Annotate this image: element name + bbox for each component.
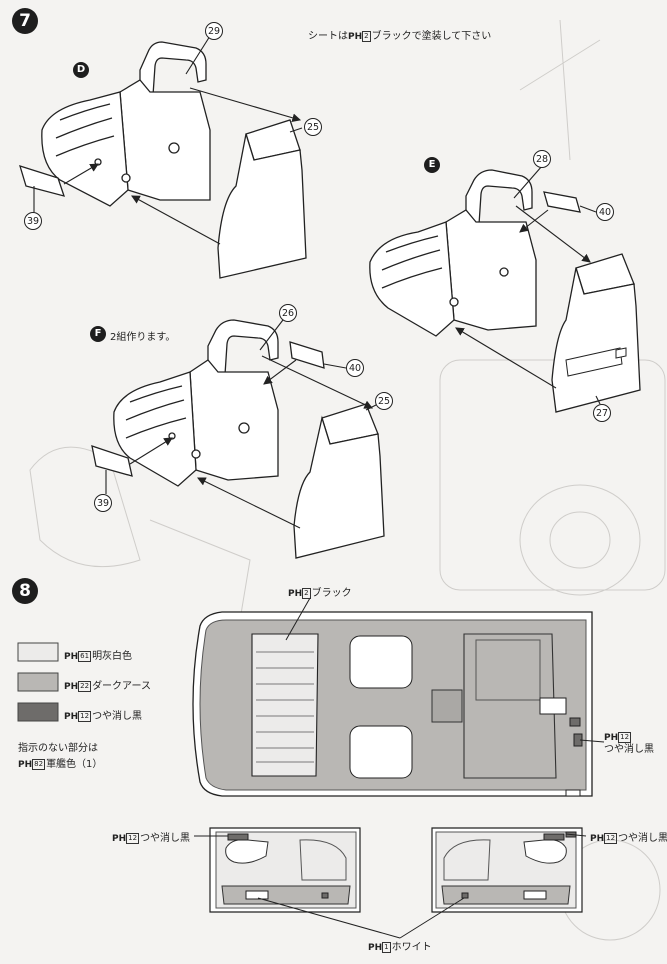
paint-number: 82 <box>32 759 46 770</box>
ph-mark: PH <box>112 834 127 844</box>
door-left <box>209 827 361 913</box>
seat-d <box>19 41 211 207</box>
seat-f <box>91 319 325 487</box>
arrow-e-pad <box>519 209 549 233</box>
label-text: つや消し黒 <box>618 833 667 844</box>
legend-text: ダークアース <box>92 681 151 692</box>
group-e-badge: E <box>424 157 440 173</box>
paint-number: 22 <box>78 681 92 692</box>
leader-e-27 <box>595 395 601 405</box>
legend-text: 明灰白色 <box>92 651 133 662</box>
ph-mark: PH <box>348 32 363 42</box>
label-text: つや消し黒 <box>140 833 191 844</box>
arrow-f-top <box>261 355 373 409</box>
arrow-f-bottom <box>197 477 301 529</box>
back-panel-d <box>217 119 307 279</box>
callout-d-25: 25 <box>304 118 322 136</box>
note-text: 軍艦色（1） <box>46 759 103 770</box>
paint-number: 61 <box>78 651 92 662</box>
leader-d-25 <box>289 127 303 133</box>
floor-plan <box>192 597 605 797</box>
callout-f-39: 39 <box>94 494 112 512</box>
door-right <box>431 827 583 913</box>
step-8-badge: 8 <box>12 578 38 604</box>
note-line: 指示のない部分は <box>18 743 98 754</box>
arrow-f-pad <box>263 359 297 385</box>
back-panel-e <box>551 253 641 413</box>
ph-mark: PH <box>604 733 619 743</box>
legend-text: つや消し黒 <box>92 711 143 722</box>
ph-mark: PH <box>590 834 605 844</box>
arrow-e-top <box>515 205 591 263</box>
ph-mark: PH <box>64 652 79 662</box>
callout-f-26: 26 <box>279 304 297 322</box>
paint-number: 12 <box>618 732 632 743</box>
callout-d-39: 39 <box>24 212 42 230</box>
step-7-badge: 7 <box>12 8 38 34</box>
leader-e-40 <box>579 205 597 213</box>
group-d-badge: D <box>73 62 89 78</box>
ph-mark: PH <box>64 712 79 722</box>
arrow-f-side <box>129 437 173 465</box>
arrow-d-bottom <box>131 195 221 245</box>
background-sketch <box>29 19 666 941</box>
callout-d-29: 29 <box>205 22 223 40</box>
arrow-d-side <box>63 163 99 185</box>
back-panel-f <box>293 403 385 559</box>
callout-e-27: 27 <box>593 404 611 422</box>
paint-number: 12 <box>78 711 92 722</box>
legend-swatch-dark <box>17 702 59 722</box>
leader-f-40 <box>323 363 347 369</box>
arrow-d-top <box>189 87 302 123</box>
ph-mark: PH <box>64 682 79 692</box>
leader-f-26 <box>259 315 287 351</box>
note-suffix: ブラックで塗装して下さい <box>371 31 492 42</box>
callout-e-28: 28 <box>533 150 551 168</box>
callout-f-40: 40 <box>346 359 364 377</box>
label-text: ブラック <box>311 588 352 599</box>
door-leaders <box>194 833 587 939</box>
callout-e-40: 40 <box>596 203 614 221</box>
paint-number: 2 <box>362 31 371 42</box>
paint-number: 12 <box>604 833 618 844</box>
ph-mark: PH <box>18 760 33 770</box>
ph-mark: PH <box>368 943 383 953</box>
label-text: ホワイト <box>391 942 432 953</box>
paint-number: 1 <box>382 942 391 953</box>
group-f-note: 2組作ります。 <box>110 332 176 343</box>
ph-mark: PH <box>288 589 303 599</box>
paint-number: 2 <box>302 588 311 599</box>
note-prefix: シートは <box>308 31 348 42</box>
arrow-e-bottom <box>455 327 557 389</box>
label-text: つや消し黒 <box>604 744 654 755</box>
leader-d-29 <box>185 35 211 75</box>
seat-e <box>369 169 581 337</box>
legend-swatch-mid <box>17 672 59 692</box>
group-f-badge: F <box>90 326 106 342</box>
leader-e-28 <box>513 165 543 199</box>
callout-f-25: 25 <box>375 392 393 410</box>
legend-swatch-light <box>17 642 59 662</box>
paint-number: 12 <box>126 833 140 844</box>
